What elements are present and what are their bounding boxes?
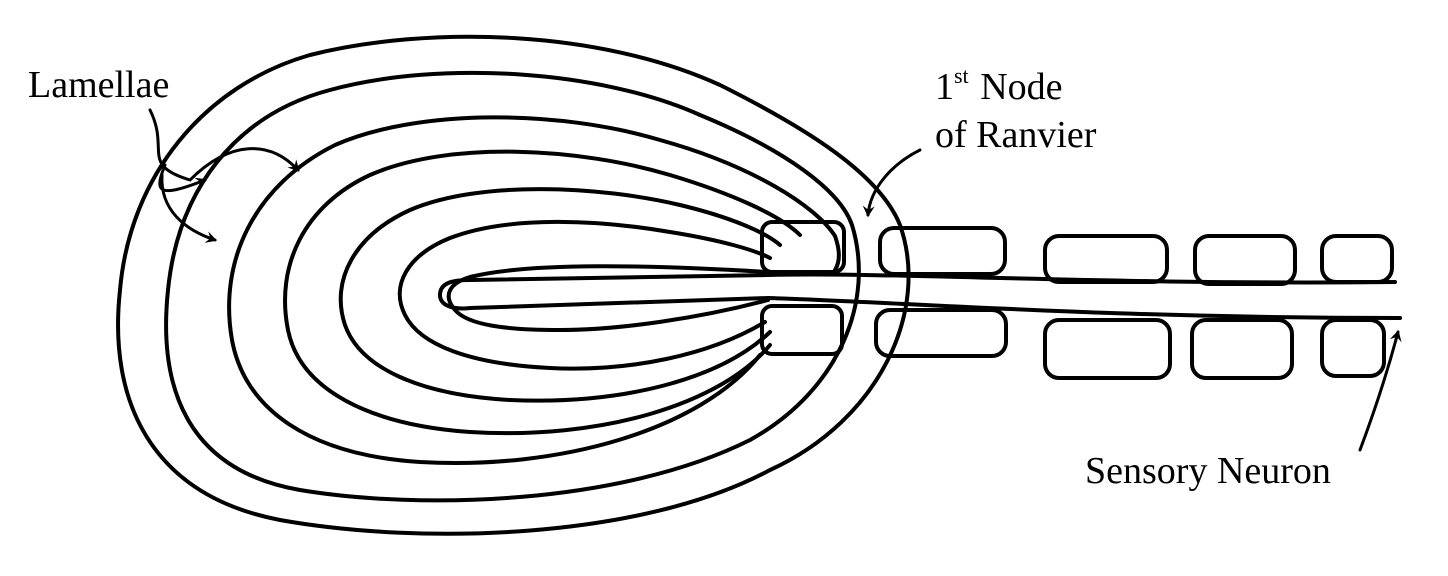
arrow-node-of-ranvier: [862, 148, 922, 217]
myelin-segment-4-bottom: [1190, 318, 1294, 380]
myelin-segment-3-top: [1043, 234, 1169, 284]
myelin-segment-5-bottom: [1320, 318, 1386, 378]
lamella-3: [227, 115, 841, 465]
lamella-4: [283, 149, 802, 436]
myelin-segment-1-top: [760, 220, 846, 274]
label-lamellae: Lamellae: [28, 64, 170, 106]
arrow-sensory-neuron: [1358, 330, 1402, 452]
myelin-segment-3-bottom: [1043, 318, 1172, 380]
lamellae-layers: [116, 34, 911, 536]
myelin-segment-2-bottom: [874, 308, 1008, 358]
arrow-lamellae-1: [148, 108, 300, 182]
label-sensory-neuron: Sensory Neuron: [1085, 450, 1331, 492]
label-node-of-ranvier: 1st Node: [935, 65, 1063, 108]
myelin-sheath-segments: [760, 220, 1394, 380]
myelin-segment-1-bottom: [760, 304, 844, 356]
myelin-segment-2-top: [878, 226, 1007, 276]
label-node-of-ranvier-line2: of Ranvier: [935, 114, 1097, 156]
node-word: Node: [980, 66, 1063, 108]
lamella-2: [164, 70, 861, 503]
node-ordinal: 1: [935, 66, 954, 108]
lamella-5: [338, 187, 782, 403]
lamella-outer: [116, 34, 911, 536]
label-arrows: [148, 108, 1402, 452]
node-superscript: st: [954, 63, 969, 88]
myelin-segment-4-top: [1193, 234, 1297, 286]
lamella-inner: [446, 264, 770, 332]
lamella-6: [397, 219, 772, 371]
arrow-lamellae-3: [160, 173, 217, 243]
myelin-segment-5-top: [1320, 234, 1394, 284]
